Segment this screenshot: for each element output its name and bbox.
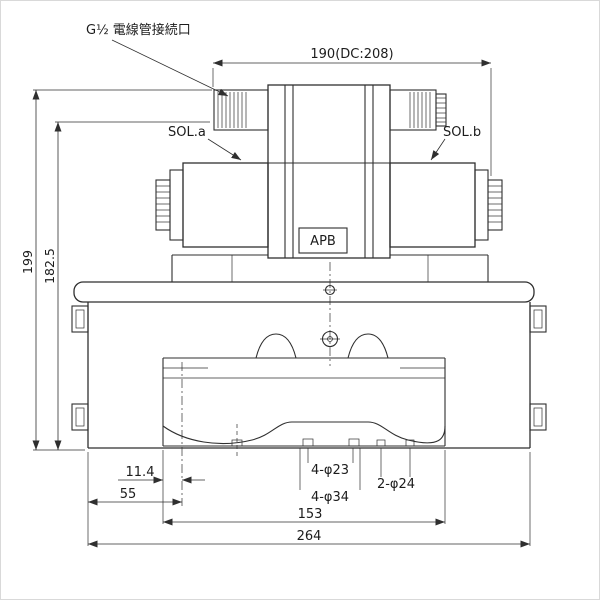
port-mark-24b — [405, 439, 415, 447]
cast-boss-left — [255, 333, 297, 359]
dim-top-width-label: 190(DC:208) — [310, 47, 393, 62]
cast-profile-curve — [162, 421, 446, 445]
port-mark-23b — [348, 438, 360, 447]
callout-holes-24: 2-φ24 — [377, 448, 415, 492]
sol-a-label: SOL.a — [168, 125, 206, 140]
sol-a-annotation: SOL.a — [168, 125, 242, 161]
dim-total-height-label: 199 — [20, 250, 35, 274]
dim-total-width: 264 — [88, 529, 530, 548]
dim-offset-small-label: 11.4 — [126, 465, 155, 480]
dim-offset-small: 11.4 — [118, 465, 205, 484]
dim-top-width: 190(DC:208) — [212, 47, 492, 176]
bolt-boss-right-lower — [529, 403, 547, 431]
dim-port-span: 153 — [163, 507, 445, 526]
dim-offset-port: 55 — [88, 487, 182, 506]
dim-total-height: 199 — [20, 89, 212, 451]
port-mark-23a — [302, 438, 314, 447]
base-body — [73, 281, 535, 449]
dim-body-height-label: 182.5 — [42, 248, 57, 284]
coil-block — [267, 84, 391, 259]
conduit-leader-line — [111, 39, 229, 97]
solenoid-b — [389, 162, 503, 248]
center-features — [320, 262, 340, 366]
solenoid-a — [155, 162, 269, 248]
callout-holes-23-label: 4-φ23 — [311, 463, 349, 478]
bolt-boss-left-upper — [71, 305, 89, 333]
conduit-port-label: G½ 電線管接続口 — [86, 22, 191, 38]
sol-b-label: SOL.b — [443, 125, 481, 140]
drain-port-mark — [231, 439, 243, 447]
bolt-boss-right-upper — [529, 305, 547, 333]
dim-port-span-label: 153 — [298, 507, 323, 522]
cast-boss-right — [347, 333, 389, 359]
callout-holes-34-label: 4-φ34 — [311, 490, 349, 505]
callout-holes-34: 4-φ34 — [299, 448, 361, 505]
callout-holes-23: 4-φ23 — [307, 448, 354, 478]
valve-nameplate: APB — [298, 227, 348, 254]
din-screw — [435, 93, 447, 127]
conduit-annotation: G½ 電線管接続口 — [86, 22, 229, 97]
base-top-plate — [73, 281, 535, 303]
mounting-flange — [171, 254, 489, 282]
valve-code-label: APB — [310, 234, 336, 249]
sol-b-annotation: SOL.b — [430, 125, 481, 161]
callout-holes-24-label: 2-φ24 — [377, 477, 415, 492]
bolt-boss-left-lower — [71, 403, 89, 431]
port-mark-24a — [376, 439, 386, 447]
dim-offset-port-label: 55 — [120, 487, 137, 502]
conduit-connector-right — [389, 89, 447, 131]
dim-body-height: 182.5 — [42, 121, 210, 450]
mounting-face — [162, 333, 446, 506]
dim-total-width-label: 264 — [297, 529, 322, 544]
conduit-connector-left — [213, 89, 269, 131]
